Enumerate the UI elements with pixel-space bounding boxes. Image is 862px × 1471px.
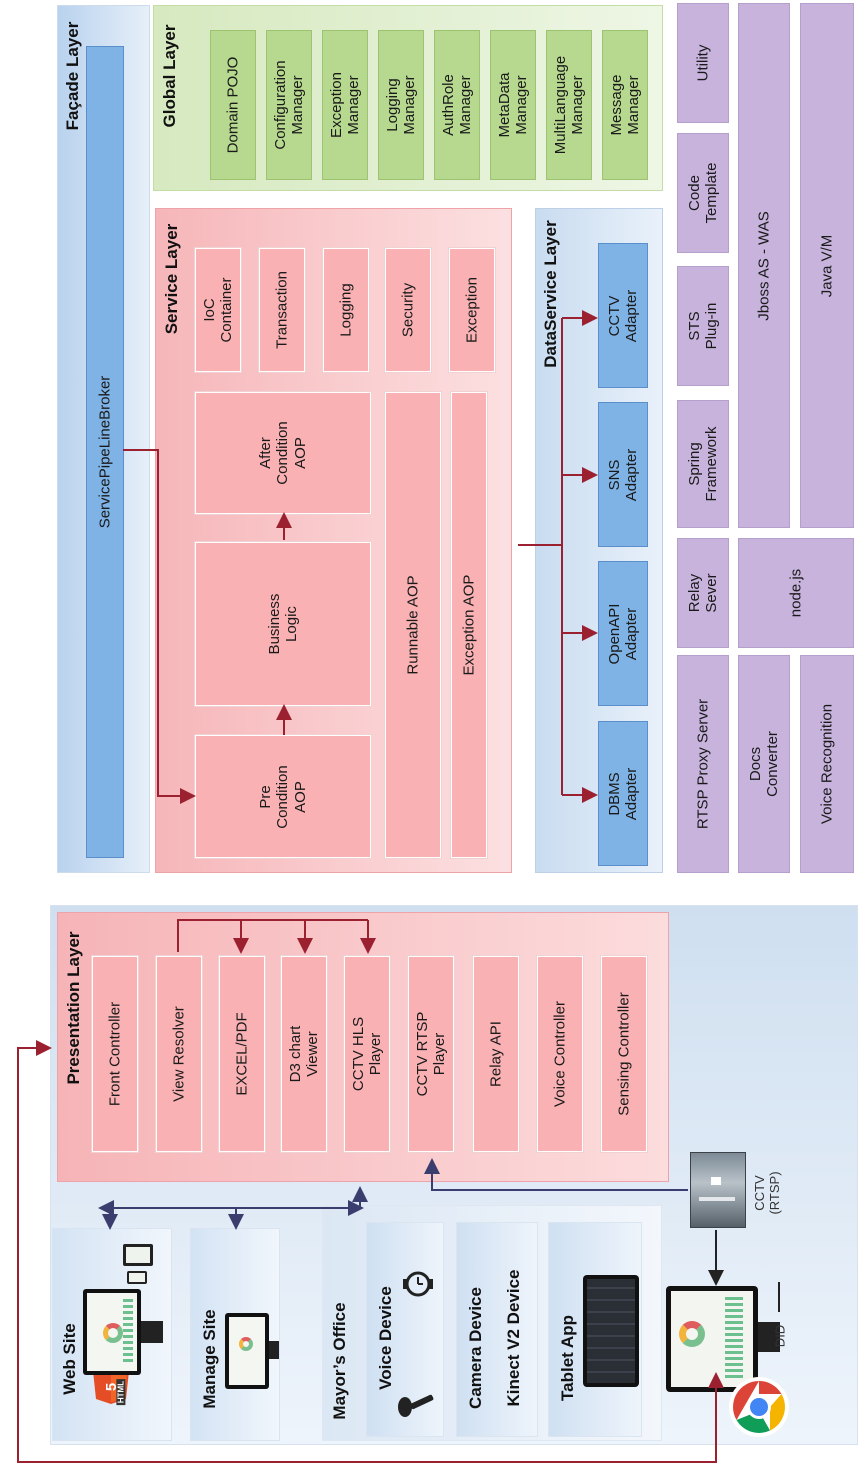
business-logic: Business Logic bbox=[194, 541, 372, 707]
global-layer: Global Layer Domain POJO Configuration M… bbox=[153, 5, 663, 191]
global-item-exception-manager: Exception Manager bbox=[322, 30, 368, 180]
openapi-adapter: OpenAPI Adapter bbox=[598, 561, 648, 706]
cctv-adapter: CCTV Adapter bbox=[598, 243, 648, 388]
utility: Utility bbox=[677, 3, 729, 123]
transaction: Transaction bbox=[258, 247, 306, 373]
camera-device-title: Camera Device bbox=[466, 1287, 486, 1409]
html5-label: HTML bbox=[116, 1378, 126, 1406]
chrome-icon bbox=[728, 1376, 790, 1438]
excel-pdf: EXCEL/PDF bbox=[218, 955, 266, 1153]
security: Security bbox=[384, 247, 432, 373]
pre-condition-aop: Pre Condition AOP bbox=[194, 734, 372, 859]
jboss-as-was: Jboss AS - WAS bbox=[738, 3, 790, 528]
microphone-icon bbox=[397, 1377, 437, 1421]
sns-adapter: SNS Adapter bbox=[598, 402, 648, 547]
global-item-configuration-manager: Configuration Manager bbox=[266, 30, 312, 180]
manage-site-monitor-icon bbox=[225, 1313, 269, 1389]
facade-layer: Façade Layer ServicePipeLineBroker bbox=[57, 5, 150, 873]
cctv-rtsp-label: CCTV (RTSP) bbox=[752, 1171, 782, 1215]
java-vm: Java V/M bbox=[800, 3, 854, 528]
cctv-hls-player: CCTV HLS Player bbox=[343, 955, 391, 1153]
sts-plugin: STS Plug-in bbox=[677, 266, 729, 386]
global-item-authrole-manager: AuthRole Manager bbox=[434, 30, 480, 180]
exception: Exception bbox=[448, 247, 496, 373]
view-resolver: View Resolver bbox=[155, 955, 203, 1153]
mayors-office-title: Mayor’s Office bbox=[330, 1302, 350, 1420]
cctv-camera-image bbox=[690, 1152, 746, 1228]
tablet-small-icon bbox=[123, 1244, 153, 1266]
exception-aop: Exception AOP bbox=[450, 391, 488, 859]
web-site-panel: Web Site 5 HTML bbox=[52, 1228, 172, 1441]
global-item-logging-manager: Logging Manager bbox=[378, 30, 424, 180]
voice-recognition: Voice Recognition bbox=[800, 655, 854, 873]
cctv-rtsp-player: CCTV RTSP Player bbox=[407, 955, 455, 1153]
nodejs: node.js bbox=[738, 538, 854, 648]
runnable-aop: Runnable AOP bbox=[384, 391, 442, 859]
logging: Logging bbox=[322, 247, 370, 373]
tablet-app-panel: Tablet App bbox=[548, 1222, 642, 1437]
kinect-device-title: Kinect V2 Device bbox=[504, 1269, 524, 1407]
after-condition-aop: After Condition AOP bbox=[194, 391, 372, 515]
web-site-monitor-icon bbox=[83, 1289, 141, 1375]
phone-small-icon bbox=[127, 1271, 147, 1284]
docs-converter: Docs Converter bbox=[738, 655, 790, 873]
spring-framework: Spring Framework bbox=[677, 400, 729, 528]
web-site-title: Web Site bbox=[60, 1323, 80, 1395]
voice-device-panel: Voice Device bbox=[366, 1222, 444, 1437]
presentation-layer: Presentation Layer Front Controller View… bbox=[57, 912, 669, 1182]
global-item-message-manager: Message Manager bbox=[602, 30, 648, 180]
dbms-adapter: DBMS Adapter bbox=[598, 721, 648, 866]
global-item-metadata-manager: MetaData Manager bbox=[490, 30, 536, 180]
camera-device-panel: Camera Device Kinect V2 Device bbox=[456, 1222, 538, 1437]
tablet-app-title: Tablet App bbox=[558, 1315, 578, 1401]
facade-layer-title: Façade Layer bbox=[63, 21, 83, 131]
manage-site-panel: Manage Site bbox=[190, 1228, 280, 1441]
relay-api: Relay API bbox=[472, 955, 520, 1153]
global-item-multilanguage-manager: MultiLanguage Manager bbox=[546, 30, 592, 180]
service-layer: Service Layer Pre Condition AOP Business… bbox=[155, 208, 512, 873]
presentation-layer-title: Presentation Layer bbox=[64, 931, 84, 1085]
watch-icon bbox=[401, 1267, 435, 1301]
dataservice-layer-title: DataService Layer bbox=[541, 220, 561, 368]
sensing-controller: Sensing Controller bbox=[600, 955, 648, 1153]
ioc-container: IoC Container bbox=[194, 247, 242, 373]
service-pipeline-broker: ServicePipeLineBroker bbox=[86, 46, 124, 858]
tablet-app-icon bbox=[583, 1275, 639, 1387]
code-template: Code Template bbox=[677, 133, 729, 253]
relay-server: Relay Sever bbox=[677, 538, 729, 648]
rtsp-proxy-server: RTSP Proxy Server bbox=[677, 655, 729, 873]
voice-device-title: Voice Device bbox=[376, 1286, 396, 1390]
front-controller: Front Controller bbox=[91, 955, 139, 1153]
voice-controller: Voice Controller bbox=[536, 955, 584, 1153]
global-item-domain-pojo: Domain POJO bbox=[210, 30, 256, 180]
d3-chart-viewer: D3 chart Viewer bbox=[280, 955, 328, 1153]
manage-site-title: Manage Site bbox=[200, 1309, 220, 1409]
did-label: DID bbox=[772, 1324, 788, 1348]
service-layer-title: Service Layer bbox=[162, 223, 182, 335]
global-layer-title: Global Layer bbox=[160, 24, 180, 128]
dataservice-layer: DataService Layer DBMS Adapter OpenAPI A… bbox=[535, 208, 663, 873]
